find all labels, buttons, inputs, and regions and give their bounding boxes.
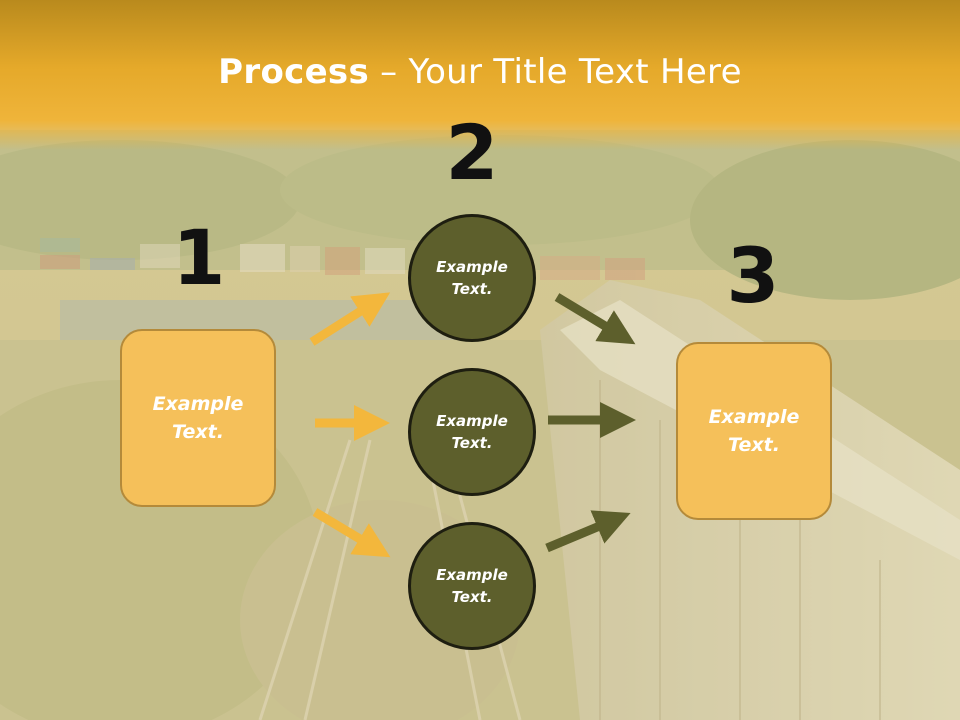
arrow-2c-to-3 (545, 510, 631, 553)
header-band (0, 0, 960, 150)
arrow-1-to-2c (312, 508, 391, 558)
arrow-1-to-2a (309, 292, 391, 346)
step-3-text: Example Text. (708, 405, 800, 457)
step-2-number: 2 (445, 108, 499, 197)
step-2-circle-1-text: Example Text. (436, 257, 508, 299)
title-bold: Process (218, 52, 370, 92)
step-1-number: 1 (172, 213, 226, 302)
step-1-box: Example Text. (120, 329, 276, 507)
step-2-circle-3-text: Example Text. (436, 565, 508, 607)
step-3-box: Example Text. (676, 342, 832, 520)
step-2-circle-2-text: Example Text. (436, 411, 508, 453)
step-2-circle-3: Example Text. (408, 522, 536, 650)
step-2-circle-2: Example Text. (408, 368, 536, 496)
step-2-circle-1: Example Text. (408, 214, 536, 342)
title-rest: – Your Title Text Here (369, 52, 742, 92)
arrow-2a-to-3 (554, 293, 636, 345)
step-1-text: Example Text. (152, 392, 244, 444)
slide-title: Process – Your Title Text Here (0, 52, 960, 92)
step-3-number: 3 (726, 231, 780, 320)
